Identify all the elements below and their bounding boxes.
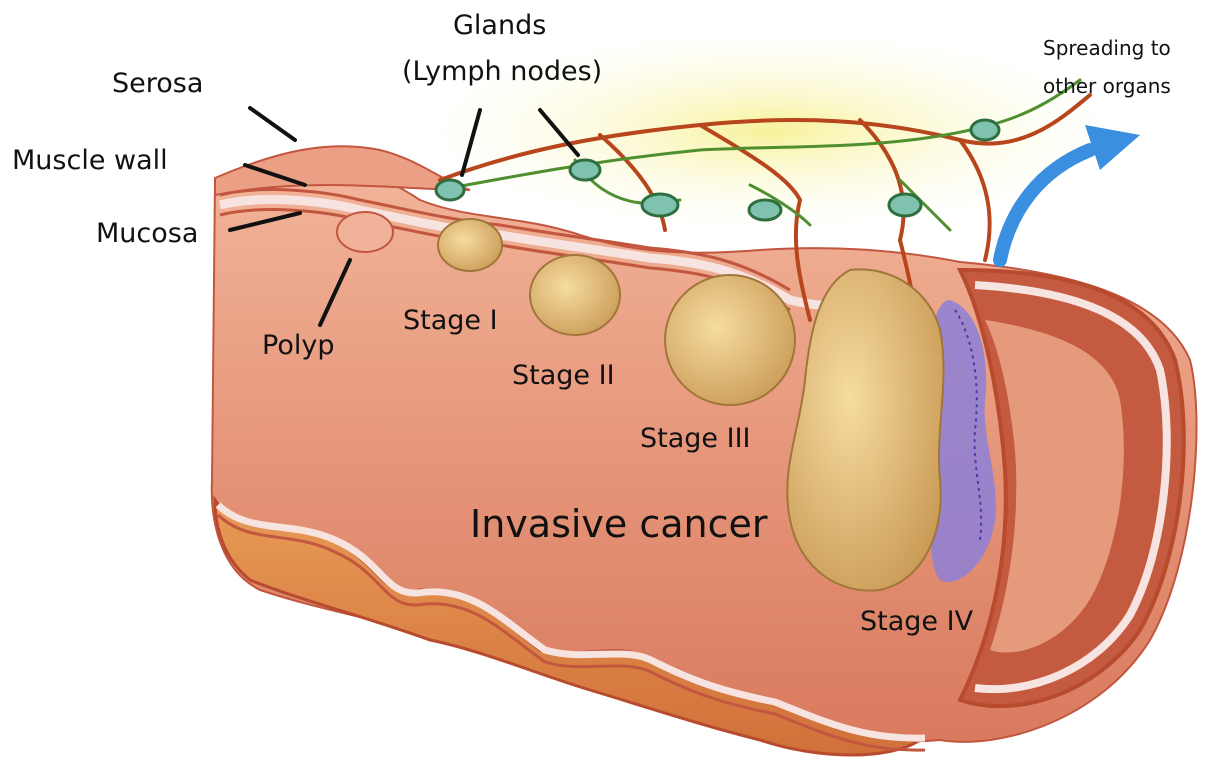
tumor-stage-1 bbox=[438, 219, 502, 271]
tumor-stage-2 bbox=[530, 255, 620, 335]
stage-3-label: Stage III bbox=[640, 423, 751, 454]
lymph-node bbox=[436, 180, 464, 200]
arrowhead bbox=[1085, 125, 1140, 170]
mucosa-label: Mucosa bbox=[96, 218, 198, 249]
stage-1-label: Stage I bbox=[403, 305, 498, 336]
muscle-wall-label: Muscle wall bbox=[12, 145, 168, 176]
serosa-label: Serosa bbox=[112, 68, 203, 99]
stage-2-label: Stage II bbox=[512, 360, 615, 391]
lymph-node bbox=[749, 200, 781, 220]
lymph-node bbox=[642, 194, 678, 216]
spreading-label-line1: Spreading to bbox=[1043, 36, 1171, 60]
lymph-nodes-label: (Lymph nodes) bbox=[402, 56, 602, 87]
lymph-node bbox=[570, 160, 600, 180]
polyp bbox=[337, 212, 393, 252]
glands-label: Glands bbox=[453, 10, 546, 41]
spreading-label-line2: other organs bbox=[1043, 74, 1171, 98]
lymph-node bbox=[889, 194, 921, 216]
tumor-stage-3 bbox=[665, 275, 795, 405]
lymph-node bbox=[971, 120, 999, 140]
polyp-label: Polyp bbox=[262, 330, 334, 361]
stage-4-label: Stage IV bbox=[860, 606, 973, 637]
invasive-cancer-label: Invasive cancer bbox=[470, 502, 768, 546]
